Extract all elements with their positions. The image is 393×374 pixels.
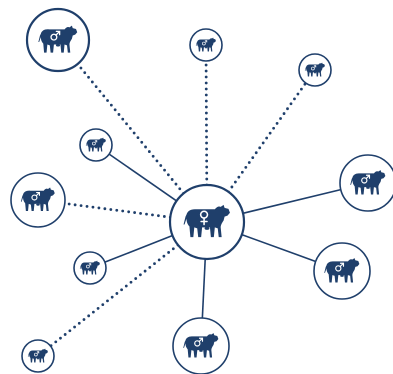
cow-figure bbox=[350, 170, 386, 195]
cow-belly bbox=[313, 72, 317, 74]
cow-belly bbox=[340, 274, 344, 277]
male-symbol-icon bbox=[335, 262, 345, 272]
edge-n7 bbox=[104, 234, 173, 263]
male-symbol-icon bbox=[31, 191, 40, 201]
edge-n4 bbox=[108, 153, 178, 202]
male-symbol-icon bbox=[202, 40, 208, 46]
cow-figure bbox=[183, 333, 219, 358]
male-symbol-icon bbox=[86, 263, 92, 269]
cow-belly bbox=[55, 44, 61, 47]
cow-figure bbox=[304, 62, 325, 77]
cow-figure bbox=[27, 348, 48, 363]
edge-n2 bbox=[204, 59, 209, 187]
cow-figure bbox=[20, 187, 55, 212]
cow-belly bbox=[36, 203, 40, 206]
cow-icon bbox=[324, 258, 360, 283]
cow-figure bbox=[38, 25, 78, 53]
bull-node-n10 bbox=[172, 317, 230, 374]
cow-belly bbox=[204, 47, 208, 49]
edge-n1 bbox=[76, 62, 185, 195]
edge-n9 bbox=[49, 243, 180, 348]
cow-belly bbox=[366, 186, 370, 189]
male-symbol-icon bbox=[361, 174, 371, 184]
cow-belly bbox=[88, 270, 92, 272]
bull-node-n7 bbox=[73, 251, 107, 285]
cow-figure bbox=[85, 137, 106, 152]
edge-n3 bbox=[227, 81, 308, 194]
cow-belly bbox=[36, 358, 40, 360]
cow-belly bbox=[94, 147, 98, 149]
edge-n5 bbox=[242, 188, 341, 215]
bull-node-n3 bbox=[298, 53, 332, 87]
cow-icon bbox=[85, 137, 106, 152]
cow-icon bbox=[195, 37, 216, 52]
cow-icon bbox=[183, 333, 219, 358]
bull-node-n8 bbox=[313, 242, 371, 300]
male-symbol-icon bbox=[34, 351, 40, 357]
nodes bbox=[10, 7, 393, 374]
edge-n8 bbox=[241, 233, 316, 263]
bull-node-n5 bbox=[339, 154, 393, 212]
male-symbol-icon bbox=[50, 30, 61, 41]
cow-belly bbox=[199, 349, 203, 352]
female-symbol-icon bbox=[199, 210, 209, 226]
bull-node-n2 bbox=[189, 28, 223, 62]
bull-node-n1 bbox=[25, 7, 91, 73]
cow-icon bbox=[27, 348, 48, 363]
bull-node-n9 bbox=[21, 339, 55, 373]
bull-node-n6 bbox=[10, 172, 66, 228]
male-symbol-icon bbox=[311, 65, 317, 71]
edge-n6 bbox=[63, 202, 172, 219]
cow-figure bbox=[324, 258, 360, 283]
bull-node-n4 bbox=[79, 128, 113, 162]
cow-icon bbox=[350, 170, 386, 195]
edge-n10 bbox=[201, 258, 207, 319]
male-symbol-icon bbox=[92, 140, 98, 146]
cow-icon bbox=[38, 25, 78, 53]
cow-icon bbox=[304, 62, 325, 77]
cow-belly bbox=[204, 226, 210, 230]
edges bbox=[49, 59, 341, 348]
cow-figure bbox=[79, 260, 100, 275]
cow-figure bbox=[195, 37, 216, 52]
cow-figure bbox=[183, 204, 230, 238]
cow-icon bbox=[79, 260, 100, 275]
cow-icon bbox=[20, 187, 55, 212]
male-symbol-icon bbox=[194, 337, 204, 347]
center-cow-node bbox=[168, 183, 246, 261]
